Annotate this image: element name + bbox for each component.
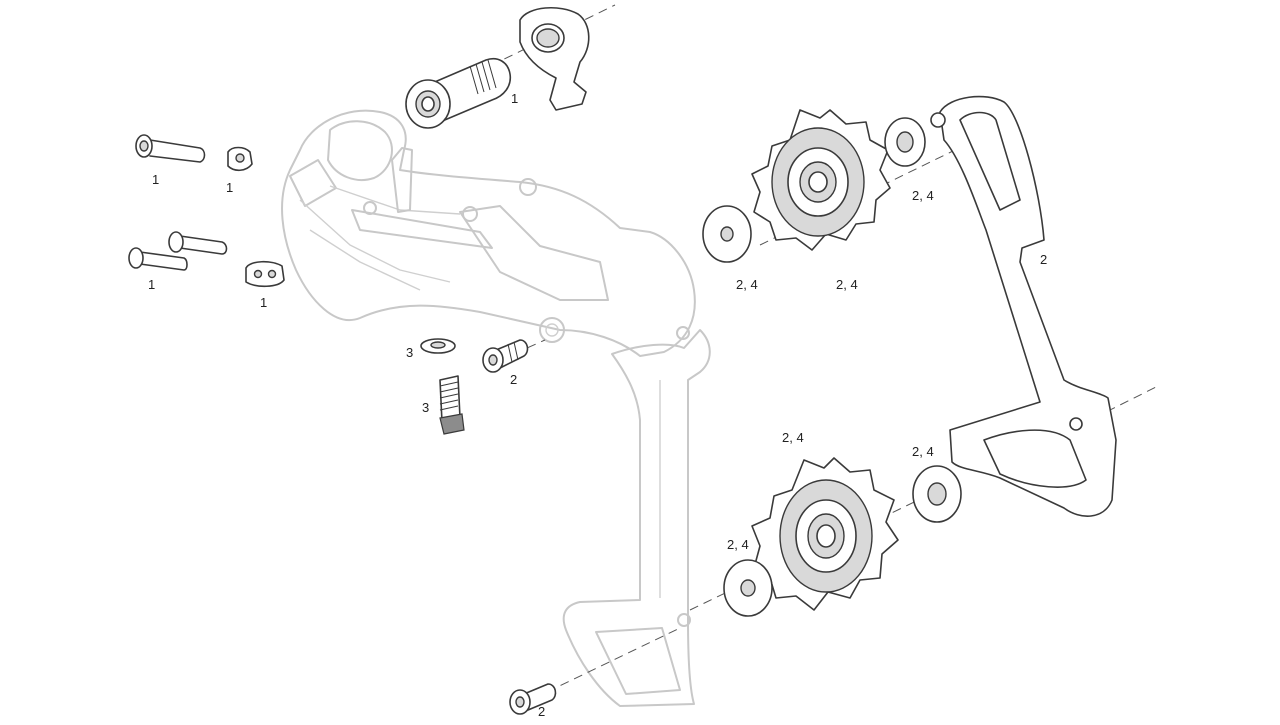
pulley-washer-upper-right (884, 117, 926, 167)
callout-labels: 1 1 1 1 1 3 2 3 2, 4 2, 4 2, 4 2 2, 4 2,… (148, 91, 1047, 719)
inner-cage-plate (930, 95, 1117, 517)
callout-inner-cage-plate: 2 (1040, 252, 1047, 267)
callout-pulley-washer-upper-left: 2, 4 (736, 277, 758, 292)
callout-pulley-washer-lower-left: 2, 4 (727, 537, 749, 552)
bolt-pair (128, 231, 228, 271)
wave-washer (420, 338, 456, 354)
cage-bolt (509, 683, 557, 715)
callout-pulley-washer-upper-right: 2, 4 (912, 188, 934, 203)
pulley-wheel-upper (751, 109, 891, 251)
long-bolt (135, 134, 206, 163)
callout-bolt-pair: 1 (148, 277, 155, 292)
callout-wave-washer: 3 (406, 345, 413, 360)
pulley-washer-lower-left (723, 559, 773, 617)
hanger-bracket (519, 6, 590, 111)
pulley-washer-lower-right (912, 465, 962, 523)
callout-cage-bolt: 2 (538, 704, 545, 719)
pulley-washer-upper-left (702, 205, 752, 263)
callout-axle-bolt: 1 (511, 91, 518, 106)
callout-small-clip: 1 (226, 180, 233, 195)
derailleur-body-ghost (281, 109, 696, 357)
limit-screw (439, 375, 465, 435)
callout-pulley-washer-lower-right: 2, 4 (912, 444, 934, 459)
double-bushing (245, 260, 285, 288)
cage-plate-ghost (562, 329, 711, 707)
callout-pulley-wheel-upper: 2, 4 (836, 277, 858, 292)
callout-double-bushing: 1 (260, 295, 267, 310)
axle-bolt (405, 58, 512, 129)
callout-long-bolt: 1 (152, 172, 159, 187)
callout-limit-screw: 3 (422, 400, 429, 415)
callout-pulley-wheel-lower: 2, 4 (782, 430, 804, 445)
small-clip (227, 146, 253, 172)
pulley-wheel-lower (751, 457, 899, 611)
callout-pivot-screw: 2 (510, 372, 517, 387)
pivot-screw (482, 339, 529, 373)
